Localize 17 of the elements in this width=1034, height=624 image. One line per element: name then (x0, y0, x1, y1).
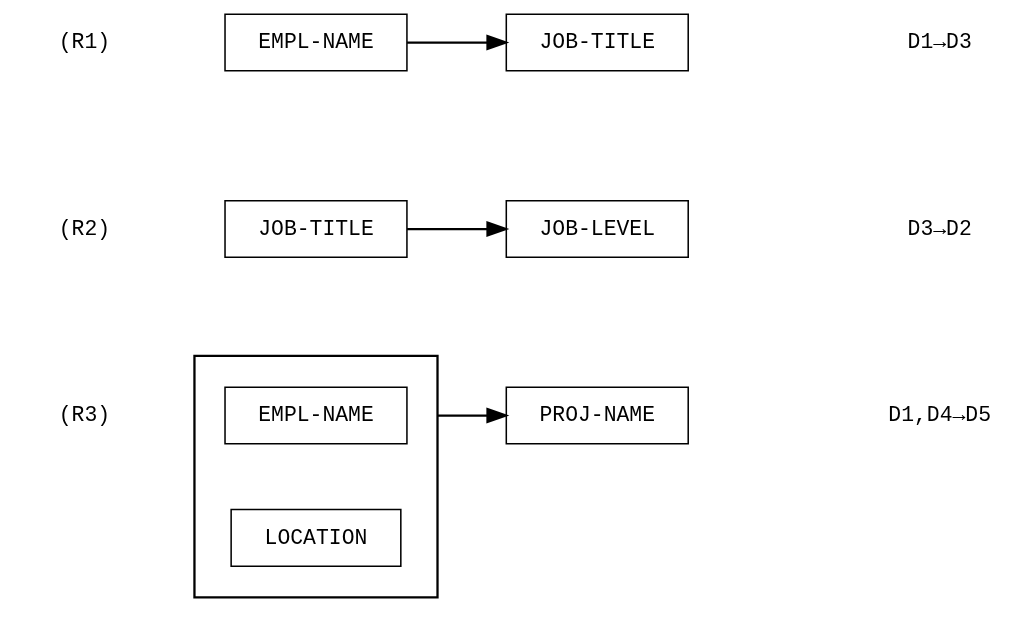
label: (R1) (58, 30, 111, 55)
arrow (407, 34, 510, 51)
label: D3→D2 (907, 216, 972, 241)
arrow (437, 407, 510, 424)
node-box: EMPL-NAME (224, 13, 408, 72)
label: (R3) (58, 403, 111, 428)
node-box: JOB-LEVEL (505, 200, 689, 259)
label: D1,D4→D5 (888, 403, 992, 428)
node-box: JOB-TITLE (224, 200, 408, 259)
label: D1→D3 (907, 30, 972, 55)
node-box: JOB-TITLE (505, 13, 689, 72)
node-box: PROJ-NAME (505, 386, 689, 445)
node-box: EMPL-NAME (224, 386, 408, 445)
cluster (193, 354, 439, 599)
arrow (407, 221, 510, 238)
label: (R2) (58, 216, 111, 241)
node-box: LOCATION (230, 508, 402, 567)
